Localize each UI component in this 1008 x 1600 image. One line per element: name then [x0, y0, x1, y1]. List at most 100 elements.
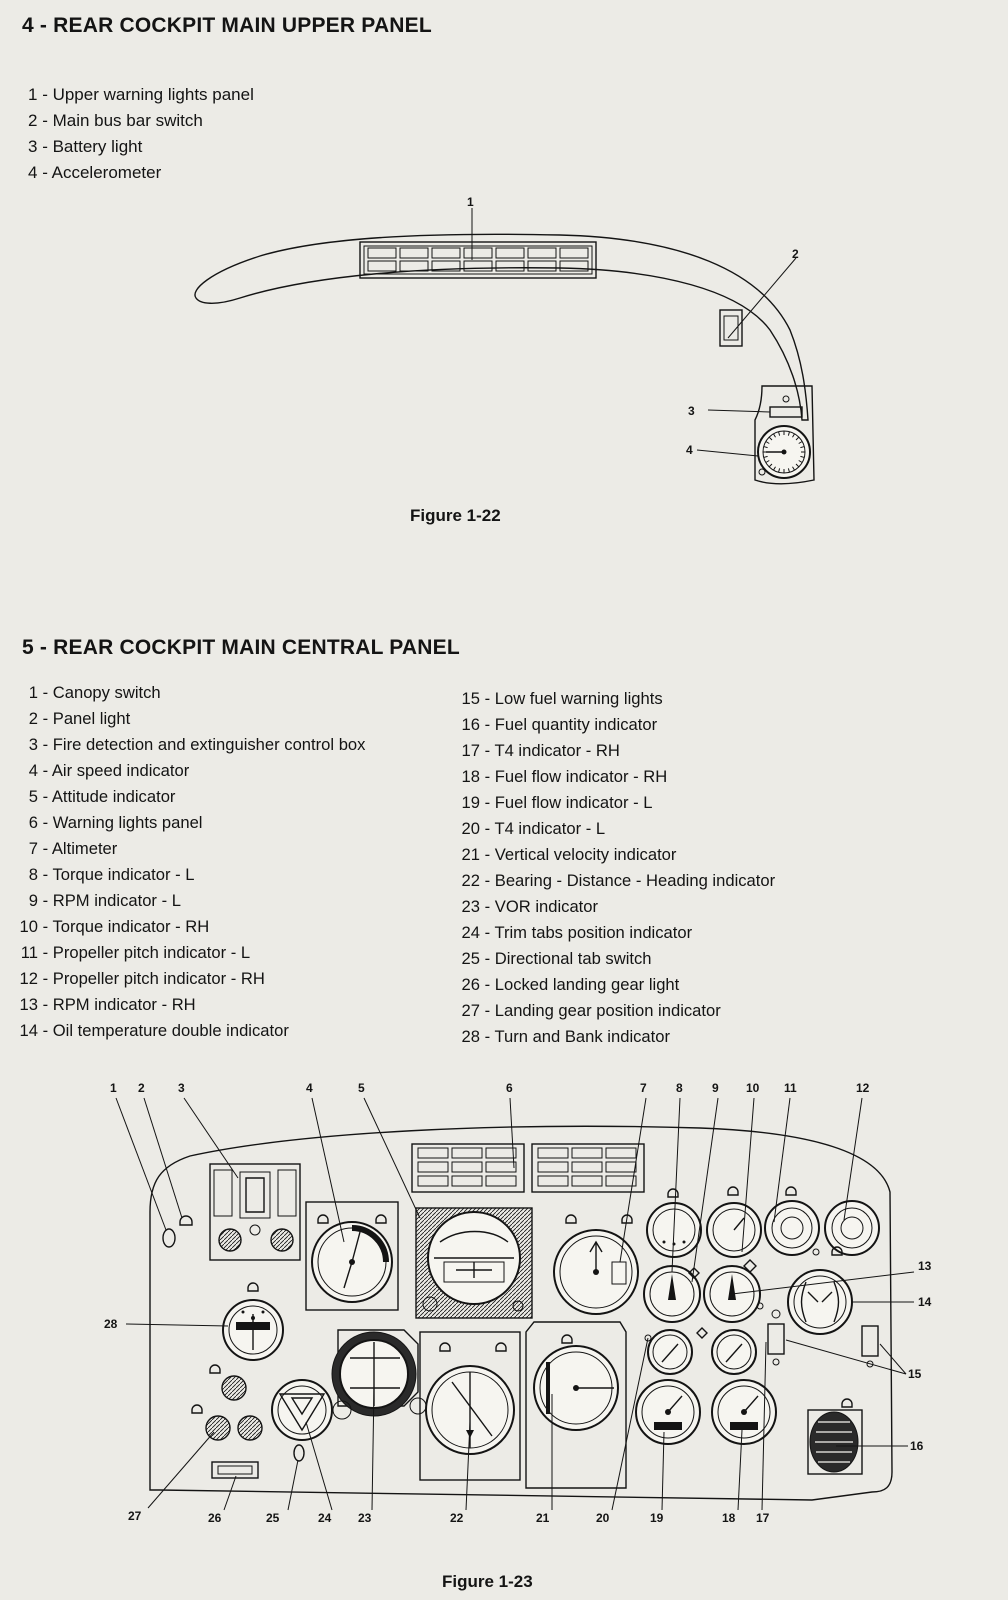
list-item: 1 - Upper warning lights panel	[28, 85, 254, 104]
propeller-pitch-indicator-rh	[824, 1200, 880, 1256]
callout-6: 6	[506, 1081, 513, 1095]
trim-tabs-position-indicator	[271, 1379, 352, 1441]
bearing-distance-heading-indicator	[419, 1331, 521, 1481]
attitude-indicator	[415, 1207, 533, 1319]
list-item: 3 - Battery light	[28, 137, 143, 156]
list-item: 2 - Main bus bar switch	[28, 111, 203, 130]
callout-7: 7	[640, 1081, 647, 1095]
canopy-switch	[162, 1228, 176, 1248]
callout-20: 20	[596, 1511, 610, 1525]
section-4-title: 4 - REAR COCKPIT MAIN UPPER PANEL	[22, 14, 432, 37]
callout-1: 1	[467, 195, 474, 209]
callout-27: 27	[128, 1509, 142, 1523]
callout-3: 3	[178, 1081, 185, 1095]
directional-tab-switch	[293, 1444, 305, 1462]
list-item: 13 - RPM indicator - RH	[19, 995, 196, 1014]
section-5-legend-right: 15 - Low fuel warning lights 16 - Fuel qu…	[460, 686, 776, 1050]
rpm-indicator-rh	[696, 1265, 764, 1339]
callout-9: 9	[712, 1081, 719, 1095]
list-item: 18 - Fuel flow indicator - RH	[461, 767, 668, 786]
list-item: 7 - Altimeter	[28, 839, 118, 858]
callout-4: 4	[306, 1081, 313, 1095]
main-bus-bar-switch	[719, 309, 743, 347]
figure-caption-1-22: Figure 1-22	[410, 506, 501, 525]
callout-5: 5	[358, 1081, 365, 1095]
callout-2: 2	[792, 247, 799, 261]
callout-10: 10	[746, 1081, 760, 1095]
accelerometer-gauge	[757, 425, 811, 479]
callout-28: 28	[104, 1317, 118, 1331]
list-item: 10 - Torque indicator - RH	[19, 917, 210, 936]
list-item: 17 - T4 indicator - RH	[461, 741, 620, 760]
upper-panel-diagram: 1 2 3 4	[194, 195, 815, 485]
upper-warning-lights-panel	[359, 241, 597, 279]
fuel-flow-indicator-rh	[711, 1379, 777, 1445]
central-panel-diagram: 1234567891011121314151617181920212223242…	[104, 1081, 932, 1525]
callout-13: 13	[918, 1259, 932, 1273]
list-item: 21 - Vertical velocity indicator	[461, 845, 677, 864]
list-item: 12 - Propeller pitch indicator - RH	[19, 969, 265, 988]
low-fuel-warning-lights	[767, 1309, 879, 1368]
callout-14: 14	[918, 1295, 932, 1309]
turn-and-bank-indicator	[222, 1282, 284, 1361]
landing-gear-position-indicator	[191, 1364, 263, 1441]
list-item: 5 - Attitude indicator	[28, 787, 176, 806]
callout-25: 25	[266, 1511, 280, 1525]
torque-indicator-rh	[706, 1186, 762, 1273]
list-item: 4 - Air speed indicator	[28, 761, 190, 780]
battery-light	[769, 395, 803, 418]
list-item: 16 - Fuel quantity indicator	[461, 715, 658, 734]
callout-4: 4	[686, 443, 693, 457]
callout-1: 1	[110, 1081, 117, 1095]
callout-12: 12	[856, 1081, 870, 1095]
callout-26: 26	[208, 1511, 222, 1525]
callout-11: 11	[784, 1081, 797, 1095]
list-item: 9 - RPM indicator - L	[28, 891, 181, 910]
t4-indicator-rh	[711, 1329, 757, 1375]
fuel-flow-indicator-l	[635, 1379, 701, 1445]
list-item: 8 - Torque indicator - L	[28, 865, 195, 884]
callout-15: 15	[908, 1367, 922, 1381]
warning-lights-panel	[411, 1143, 645, 1193]
panel-light	[179, 1215, 193, 1226]
rpm-indicator-l	[643, 1265, 701, 1323]
callout-19: 19	[650, 1511, 664, 1525]
fire-detection-control-box	[209, 1163, 301, 1261]
fuel-quantity-indicator	[807, 1398, 863, 1475]
list-item: 22 - Bearing - Distance - Heading indica…	[461, 871, 776, 890]
propeller-pitch-indicator-l	[764, 1186, 820, 1256]
callout-8: 8	[676, 1081, 683, 1095]
locked-landing-gear-light	[211, 1461, 259, 1479]
list-item: 23 - VOR indicator	[461, 897, 599, 916]
list-item: 28 - Turn and Bank indicator	[461, 1027, 671, 1046]
altimeter	[553, 1214, 639, 1315]
list-item: 1 - Canopy switch	[28, 683, 161, 702]
callout-18: 18	[722, 1511, 736, 1525]
callout-2: 2	[138, 1081, 145, 1095]
callout-3: 3	[688, 404, 695, 418]
section-5-title: 5 - REAR COCKPIT MAIN CENTRAL PANEL	[22, 636, 460, 659]
section-4-legend: 1 - Upper warning lights panel 2 - Main …	[28, 82, 254, 186]
callout-24: 24	[318, 1511, 332, 1525]
list-item: 15 - Low fuel warning lights	[461, 689, 663, 708]
callout-22: 22	[450, 1511, 464, 1525]
list-item: 4 - Accelerometer	[28, 163, 162, 182]
callout-16: 16	[910, 1439, 924, 1453]
list-item: 24 - Trim tabs position indicator	[461, 923, 693, 942]
oil-temperature-double-indicator	[787, 1269, 853, 1335]
list-item: 19 - Fuel flow indicator - L	[461, 793, 653, 812]
list-item: 6 - Warning lights panel	[28, 813, 203, 832]
list-item: 2 - Panel light	[28, 709, 131, 728]
callout-17: 17	[756, 1511, 770, 1525]
list-item: 11 - Propeller pitch indicator - L	[20, 943, 251, 962]
list-item: 3 - Fire detection and extinguisher cont…	[28, 735, 366, 754]
list-item: 20 - T4 indicator - L	[461, 819, 606, 838]
vor-indicator	[331, 1329, 427, 1417]
vertical-velocity-indicator	[525, 1321, 627, 1489]
list-item: 26 - Locked landing gear light	[461, 975, 680, 994]
section-5-legend-left: 1 - Canopy switch 2 - Panel light 3 - Fire…	[18, 680, 366, 1044]
t4-indicator-l	[644, 1329, 693, 1375]
list-item: 25 - Directional tab switch	[461, 949, 652, 968]
list-item: 27 - Landing gear position indicator	[461, 1001, 721, 1020]
air-speed-indicator	[305, 1201, 399, 1311]
